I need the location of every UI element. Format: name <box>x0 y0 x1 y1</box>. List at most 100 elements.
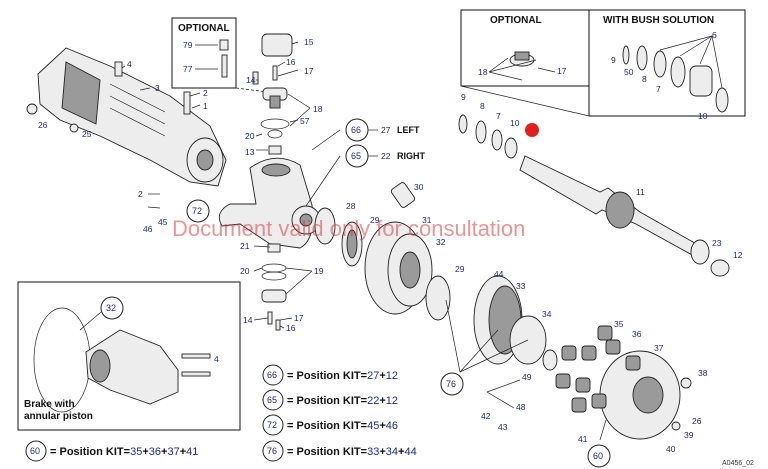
kit-76-part-1: 33 <box>367 446 379 458</box>
part-label-50: 50 <box>624 67 634 77</box>
part-label-7b: 7 <box>656 84 661 94</box>
kit-circle-60 <box>587 444 611 468</box>
part-label: 49 <box>522 372 532 382</box>
part-label: 10 <box>510 118 520 128</box>
kit-legend-76: 76 = Position KIT=33+34+44 <box>262 440 417 462</box>
optional-box-left-title: OPTIONAL <box>178 23 230 34</box>
kit-60-part-2: 36 <box>149 446 161 458</box>
kit-66-part-2: 12 <box>386 370 398 382</box>
part-label-18b: 18 <box>478 67 488 77</box>
axle-housing <box>26 47 227 187</box>
kit-legend-72: 72 = Position KIT=45+46 <box>262 414 398 436</box>
kit-65-part-2: 12 <box>386 395 398 407</box>
part-label-10b: 10 <box>698 111 708 121</box>
side-callout-left-text: LEFT <box>397 125 420 135</box>
part-label: 25 <box>82 129 92 139</box>
part-label: 42 <box>481 411 491 421</box>
part-labels: 15 16 17 14 18 57 20 13 4 3 2 26 25 1 2 … <box>38 37 743 468</box>
kit-66-circle: 66 <box>267 370 277 380</box>
part-label: 48 <box>516 402 526 412</box>
kit-65-part-1: 22 <box>367 395 379 407</box>
kit-60-circle: 60 <box>30 446 40 456</box>
watermark: Document valid only for consultation <box>172 216 525 241</box>
part-label: 45 <box>158 217 168 227</box>
kit-60-text: = Position KIT= <box>50 446 130 458</box>
part-label: 12 <box>733 250 743 260</box>
svg-text:= Position KIT=22+12: = Position KIT=22+12 <box>287 395 398 407</box>
part-label: 8 <box>480 101 485 111</box>
svg-text:= Position KIT=27+12: = Position KIT=27+12 <box>287 370 398 382</box>
part-label-9b: 9 <box>611 55 616 65</box>
part-label: 11 <box>636 187 645 197</box>
brake-label-line2: annular piston <box>24 411 93 422</box>
brake-label-line1: Brake with <box>24 399 75 410</box>
kit-65-circle: 65 <box>267 395 277 405</box>
part-label: 28 <box>346 201 356 211</box>
kit-76-circle: 76 <box>267 446 277 456</box>
svg-text:= Position KIT=45+46: = Position KIT=45+46 <box>287 420 398 432</box>
kit-65-text: = Position KIT= <box>287 395 367 407</box>
part-label: 37 <box>654 343 664 353</box>
brake-part-label: 4 <box>214 354 219 364</box>
part-label: 20 <box>240 266 250 276</box>
part-label: 31 <box>422 215 432 225</box>
kit-legend-65: 65 = Position KIT=22+12 <box>262 389 398 411</box>
drive-shaft <box>458 114 730 277</box>
kit-72-circle: 72 <box>267 420 277 430</box>
part-label-8b: 8 <box>642 74 647 84</box>
part-label: 33 <box>516 281 526 291</box>
part-label: 7 <box>496 111 501 121</box>
steering-knuckle <box>218 33 321 331</box>
part-label: 26 <box>38 120 48 130</box>
leader-lines <box>121 41 607 441</box>
highlight-marker <box>525 123 539 137</box>
part-label: 13 <box>245 147 255 157</box>
part-label: 41 <box>578 434 588 444</box>
part-label: 57 <box>300 116 310 126</box>
part-label: 3 <box>155 83 160 93</box>
part-label: 40 <box>666 444 676 454</box>
part-label: 36 <box>632 329 642 339</box>
kit-60-part-3: 37 <box>167 446 179 458</box>
brake-inset: 32 4 Brake with annular piston <box>17 281 241 431</box>
optional-box-left: OPTIONAL 79 77 <box>171 17 269 93</box>
part-label: 14 <box>246 75 256 85</box>
part-label: 43 <box>498 422 508 432</box>
side-callout-left-num: 27 <box>381 125 391 135</box>
part-label: 1 <box>203 101 208 111</box>
part-label: 17 <box>294 313 304 323</box>
part-label: 39 <box>684 430 694 440</box>
bush-box: WITH BUSH SOLUTION 6 9 50 8 7 10 <box>460 9 746 121</box>
kit-72-text: = Position KIT= <box>287 420 367 432</box>
part-label: 29 <box>370 215 380 225</box>
part-label: 23 <box>712 238 722 248</box>
svg-text:= Position KIT=33+34+44: = Position KIT=33+34+44 <box>287 446 417 458</box>
part-label: 2 <box>203 88 208 98</box>
kit-66-text: = Position KIT= <box>287 370 367 382</box>
part-label: 17 <box>304 66 314 76</box>
kit-72-part-1: 45 <box>367 420 379 432</box>
kit-76-part-3: 44 <box>404 446 416 458</box>
figure-reference: A0456_02 <box>722 460 754 467</box>
kit-76-part-2: 34 <box>386 446 398 458</box>
part-label: 30 <box>414 182 424 192</box>
part-label: 9 <box>461 92 466 102</box>
side-callout-left-circle: 66 <box>351 125 361 135</box>
planet-gears <box>555 325 641 413</box>
part-label: 19 <box>314 266 324 276</box>
part-label: 32 <box>436 237 446 247</box>
part-label: 35 <box>614 319 624 329</box>
part-label: 2 <box>138 189 143 199</box>
part-label: 46 <box>143 224 153 234</box>
part-label: 18 <box>313 104 323 114</box>
part-label: 21 <box>240 241 250 251</box>
side-callout-right-circle: 65 <box>351 151 361 161</box>
kit-60-part-1: 35 <box>130 446 142 458</box>
kit-circle-72 <box>186 199 210 223</box>
part-label: 16 <box>286 323 296 333</box>
part-label: 34 <box>542 309 552 319</box>
kit-60-part-4: 41 <box>186 446 198 458</box>
part-label: 29 <box>455 264 465 274</box>
part-label-77: 77 <box>183 64 193 74</box>
